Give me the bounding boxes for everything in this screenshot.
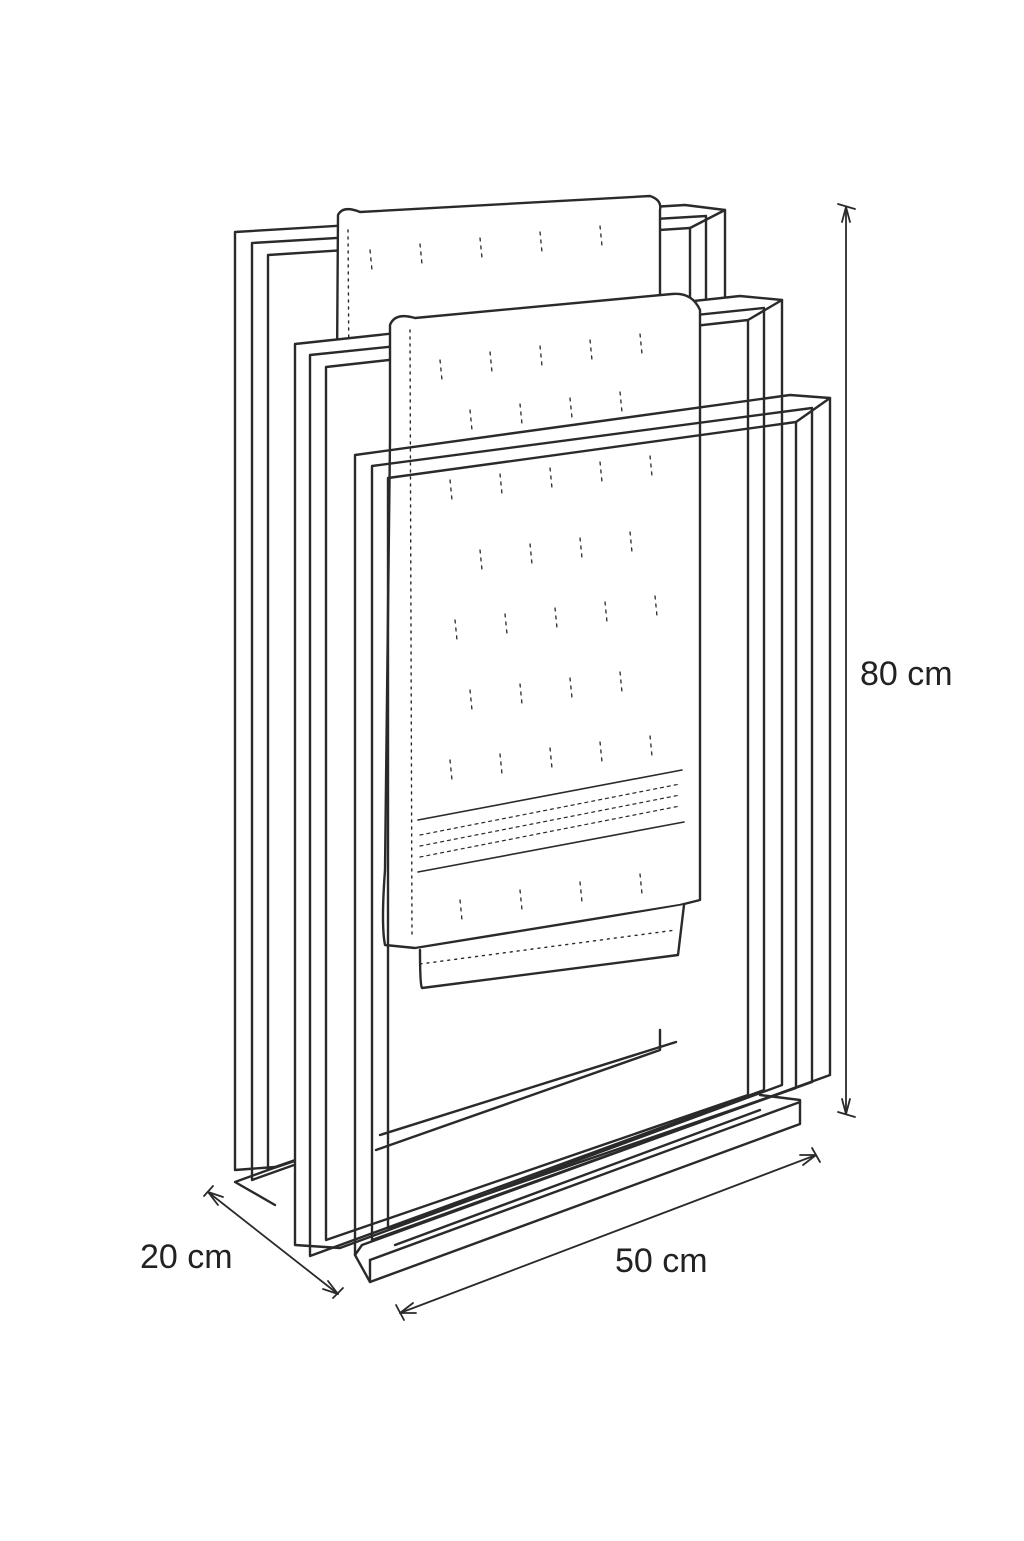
width-label: 50 cm bbox=[615, 1242, 708, 1280]
width-dimension bbox=[395, 1147, 821, 1321]
height-dimension bbox=[837, 203, 856, 1118]
front-towel bbox=[369, 225, 702, 990]
height-label: 80 cm bbox=[860, 655, 953, 693]
depth-dimension bbox=[203, 1185, 344, 1299]
depth-label: 20 cm bbox=[140, 1238, 233, 1276]
rack-base bbox=[353, 1028, 802, 1284]
